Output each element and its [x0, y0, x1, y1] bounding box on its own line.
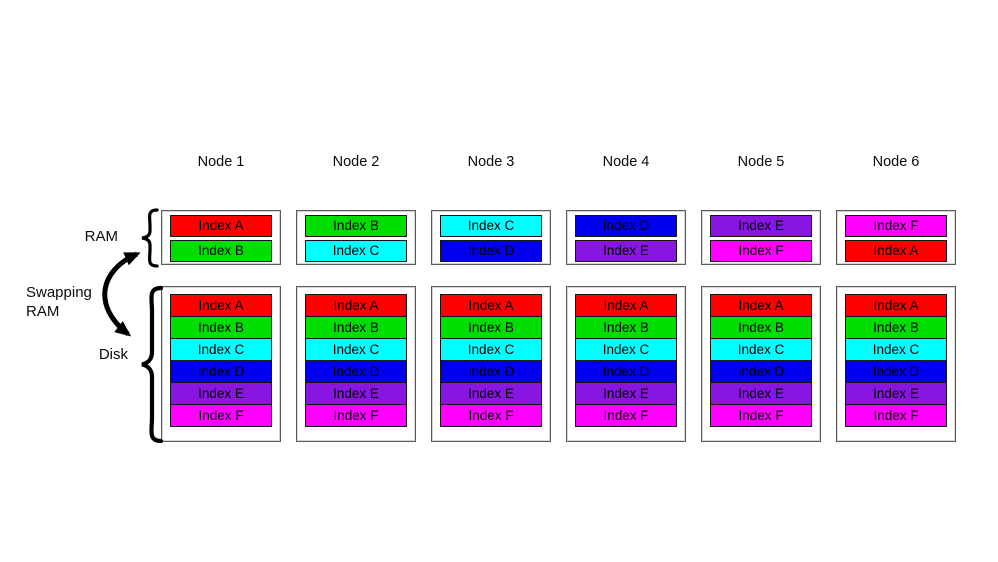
disk-index-block: Index C	[440, 338, 542, 361]
disk-index-block: Index A	[440, 294, 542, 317]
node-ram-box: Index C Index D	[431, 210, 551, 265]
ram-index-block: Index D	[440, 240, 542, 262]
ram-index-block: Index C	[305, 240, 407, 262]
node-header: Node 2	[332, 154, 380, 170]
disk-index-block: Index E	[305, 382, 407, 405]
disk-index-block: Index B	[305, 316, 407, 339]
disk-index-block: Index E	[440, 382, 542, 405]
disk-label: Disk	[98, 346, 128, 363]
node-header: Node 1	[197, 154, 245, 170]
disk-index-block: Index F	[305, 404, 407, 427]
ram-index-block: Index F	[845, 215, 947, 237]
disk-index-block: Index F	[845, 404, 947, 427]
ram-index-block: Index E	[575, 240, 677, 262]
disk-index-block: Index B	[710, 316, 812, 339]
disk-index-block: Index E	[575, 382, 677, 405]
disk-index-block: Index D	[575, 360, 677, 383]
node-header: Node 6	[872, 154, 920, 170]
disk-index-block: Index C	[575, 338, 677, 361]
disk-index-block: Index E	[170, 382, 272, 405]
disk-index-block: Index D	[305, 360, 407, 383]
ram-brace	[141, 208, 159, 268]
disk-index-block: Index F	[575, 404, 677, 427]
disk-index-block: Index C	[710, 338, 812, 361]
disk-index-block: Index D	[710, 360, 812, 383]
node-header: Node 3	[467, 154, 515, 170]
node-ram-box: Index E Index F	[701, 210, 821, 265]
disk-index-block: Index B	[170, 316, 272, 339]
ram-index-block: Index E	[710, 215, 812, 237]
ram-label: RAM	[84, 228, 118, 245]
disk-index-block: Index C	[845, 338, 947, 361]
node-header: Node 4	[602, 154, 650, 170]
disk-index-block: Index B	[575, 316, 677, 339]
ram-index-block: Index A	[845, 240, 947, 262]
disk-index-block: Index D	[845, 360, 947, 383]
disk-index-block: Index B	[845, 316, 947, 339]
disk-index-block: Index E	[710, 382, 812, 405]
disk-index-block: Index D	[440, 360, 542, 383]
disk-index-block: Index F	[440, 404, 542, 427]
disk-index-block: Index A	[575, 294, 677, 317]
disk-index-block: Index A	[845, 294, 947, 317]
disk-index-block: Index C	[170, 338, 272, 361]
node-ram-box: Index F Index A	[836, 210, 956, 265]
disk-index-block: Index A	[710, 294, 812, 317]
ram-index-block: Index C	[440, 215, 542, 237]
node-ram-box: Index A Index B	[161, 210, 281, 265]
disk-index-block: Index B	[440, 316, 542, 339]
disk-index-block: Index F	[170, 404, 272, 427]
ram-index-block: Index B	[170, 240, 272, 262]
ram-index-block: Index B	[305, 215, 407, 237]
disk-index-block: Index A	[170, 294, 272, 317]
disk-index-block: Index A	[305, 294, 407, 317]
swapping-ram-label: Swapping RAM	[26, 284, 92, 320]
node-ram-box: Index D Index E	[566, 210, 686, 265]
disk-index-block: Index C	[305, 338, 407, 361]
ram-index-block: Index A	[170, 215, 272, 237]
node-header: Node 5	[737, 154, 785, 170]
ram-index-block: Index F	[710, 240, 812, 262]
node-ram-box: Index B Index C	[296, 210, 416, 265]
ram-index-block: Index D	[575, 215, 677, 237]
disk-brace	[141, 285, 164, 444]
disk-index-block: Index F	[710, 404, 812, 427]
disk-index-block: Index E	[845, 382, 947, 405]
disk-index-block: Index D	[170, 360, 272, 383]
